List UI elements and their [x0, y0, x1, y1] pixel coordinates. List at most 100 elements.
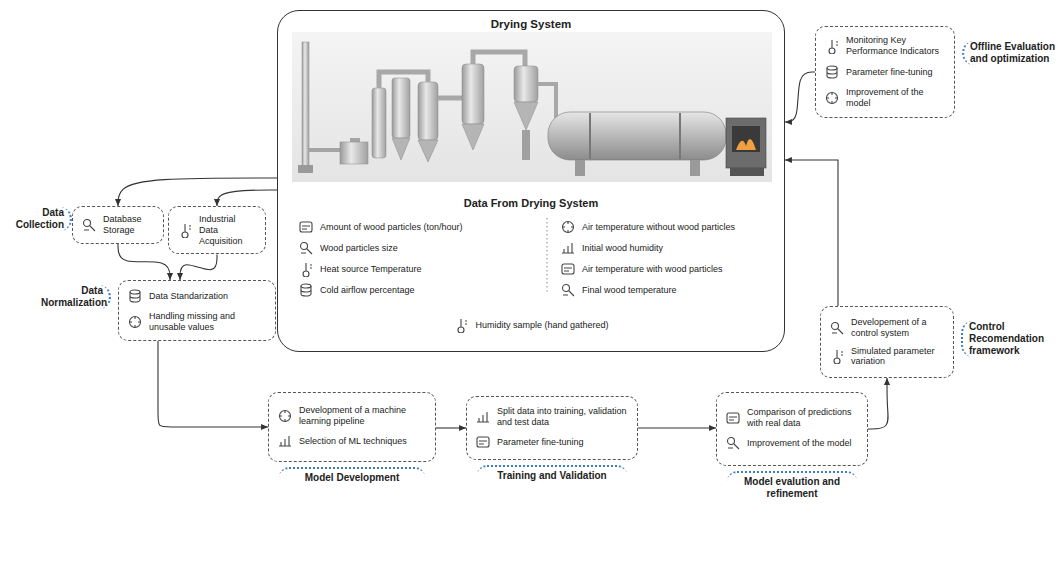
stage-heading: Training and Validation	[477, 465, 627, 482]
data-item-row: Final wood temperature	[560, 282, 677, 298]
step-text: Selection of ML techniques	[299, 436, 407, 447]
stage-heading: Offline Evaluation and optimization	[962, 41, 1056, 65]
flow-arrow	[118, 178, 277, 206]
step-item: Parameter fine-tuning	[475, 434, 629, 450]
step-text: Development of a machine learning pipeli…	[299, 405, 427, 427]
data-item: Wood particles size	[298, 240, 398, 256]
stage-heading: Data Collection	[6, 207, 72, 231]
step-item: Parameter fine-tuning	[824, 64, 946, 80]
item-icon	[81, 217, 97, 233]
data-item-row: Humidity sample (hand gathered)	[278, 317, 784, 333]
item-icon	[127, 314, 143, 330]
process-box: Data StandarizationHandling missing and …	[118, 280, 276, 341]
data-item-row: Wood particles size	[298, 240, 398, 256]
step-text: Data Standarization	[149, 291, 228, 302]
step-text: Parameter fine-tuning	[846, 67, 933, 78]
data-item-text: Air temperature with wood particles	[582, 264, 723, 275]
process-box: Developement of a control systemSimulate…	[820, 306, 954, 378]
step-text: Parameter fine-tuning	[497, 437, 584, 448]
item-icon	[127, 288, 143, 304]
process-box: Monitoring Key Performance IndicatorsPar…	[815, 26, 955, 118]
data-item-row: Initial wood humidity	[560, 240, 663, 256]
data-item-text: Final wood temperature	[582, 285, 677, 296]
flow-arrow	[158, 341, 268, 427]
step-item: Comparison of predictions with real data	[725, 407, 859, 429]
flow-arrow	[217, 190, 277, 206]
step-item: Split data into training, validation and…	[475, 406, 629, 428]
item-icon	[824, 90, 840, 106]
panel-title: Drying System	[278, 18, 784, 30]
step-text: Improvement of the model	[747, 438, 852, 449]
step-text: Simulated parameter variation	[851, 346, 945, 368]
flow-arrow	[785, 72, 815, 122]
stage-heading: Control Recomendation framework	[961, 321, 1055, 357]
data-item: Amount of wood particles (ton/hour)	[298, 219, 463, 235]
stage-heading: Model evalution and refinement	[727, 471, 857, 500]
data-item: Heat source Temperature	[298, 261, 421, 277]
item-icon	[829, 320, 845, 336]
step-item: Developement of a control system	[829, 317, 945, 339]
data-item-text: Wood particles size	[320, 243, 398, 254]
process-box: Database Storage	[72, 206, 164, 244]
step-text: Industrial Data Acquisition	[199, 214, 257, 246]
item-icon	[475, 409, 491, 425]
step-item: Improvement of the model	[725, 435, 859, 451]
step-text: Comparison of predictions with real data	[747, 407, 859, 429]
data-item-text: Humidity sample (hand gathered)	[475, 320, 608, 331]
flow-arrow	[785, 160, 838, 306]
data-item-row: Cold airflow percentage	[298, 282, 415, 298]
data-item-text: Cold airflow percentage	[320, 285, 415, 296]
item-icon	[453, 317, 469, 333]
item-icon	[298, 261, 314, 277]
column-divider	[547, 218, 548, 294]
data-item-row: Heat source Temperature	[298, 261, 421, 277]
data-item-text: Heat source Temperature	[320, 264, 421, 275]
data-item-row: Air temperature without wood particles	[560, 219, 735, 235]
item-icon	[824, 38, 840, 54]
process-box: Split data into training, validation and…	[466, 396, 638, 460]
data-item: Air temperature with wood particles	[560, 261, 723, 277]
flow-arrow	[436, 427, 466, 428]
step-item: Development of a machine learning pipeli…	[277, 405, 427, 427]
item-icon	[560, 240, 576, 256]
step-item: Handling missing and unusable values	[127, 311, 267, 333]
step-item: Data Standarization	[127, 288, 267, 304]
step-item: Simulated parameter variation	[829, 346, 945, 368]
data-item: Cold airflow percentage	[298, 282, 415, 298]
process-box: Development of a machine learning pipeli…	[268, 392, 436, 462]
stage-heading: Model Development	[279, 467, 425, 484]
step-item: Industrial Data Acquisition	[177, 214, 257, 246]
item-icon	[560, 282, 576, 298]
step-text: Monitoring Key Performance Indicators	[846, 35, 946, 57]
flow-arrow	[638, 427, 716, 428]
step-item: Monitoring Key Performance Indicators	[824, 35, 946, 57]
data-item-text: Air temperature without wood particles	[582, 222, 735, 233]
item-icon	[177, 222, 193, 238]
item-icon	[829, 348, 845, 364]
step-item: Selection of ML techniques	[277, 433, 427, 449]
item-icon	[298, 219, 314, 235]
data-item-row: Air temperature with wood particles	[560, 261, 723, 277]
item-icon	[298, 240, 314, 256]
system-panel: Drying SystemData From Drying SystemAmou…	[277, 10, 785, 352]
item-icon	[475, 434, 491, 450]
step-text: Improvement of the model	[846, 87, 946, 109]
stage-heading: Data Normalization	[41, 285, 111, 309]
step-text: Handling missing and unusable values	[149, 311, 267, 333]
data-item: Humidity sample (hand gathered)	[453, 317, 608, 333]
step-item: Database Storage	[81, 214, 155, 236]
data-item: Final wood temperature	[560, 282, 677, 298]
step-text: Database Storage	[103, 214, 155, 236]
data-item: Initial wood humidity	[560, 240, 663, 256]
step-item: Improvement of the model	[824, 87, 946, 109]
step-text: Split data into training, validation and…	[497, 406, 629, 428]
process-box: Industrial Data Acquisition	[168, 206, 266, 254]
item-icon	[725, 410, 741, 426]
dryer-plant	[292, 32, 772, 182]
item-icon	[298, 282, 314, 298]
item-icon	[560, 219, 576, 235]
item-icon	[560, 261, 576, 277]
flow-arrow	[868, 378, 888, 429]
item-icon	[824, 64, 840, 80]
data-item-text: Initial wood humidity	[582, 243, 663, 254]
